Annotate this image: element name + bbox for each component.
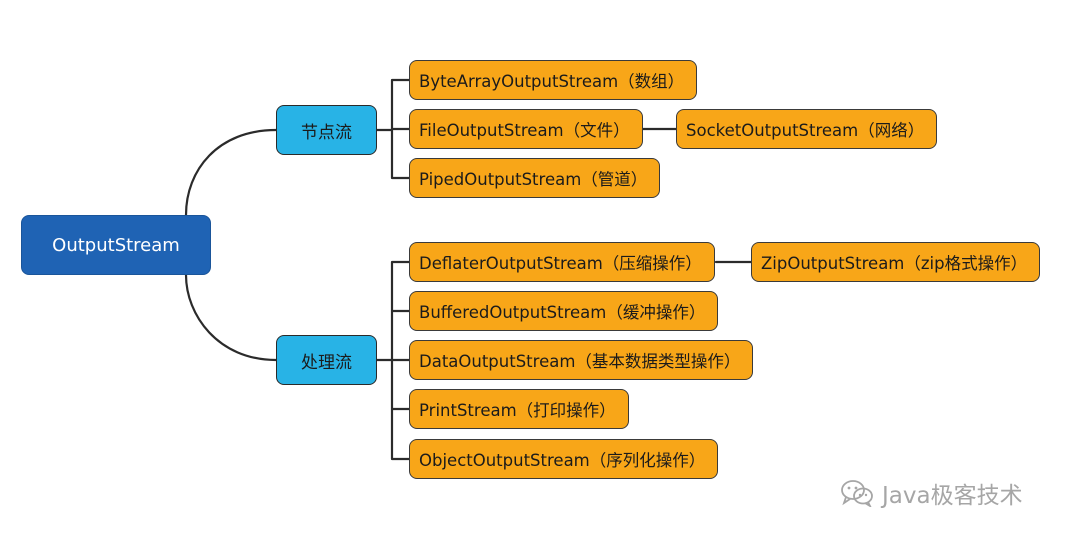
- root-node-outputstream: OutputStream: [21, 215, 211, 275]
- leaf-label: PrintStream（打印操作）: [419, 401, 616, 420]
- leaf-zip-outputstream: ZipOutputStream（zip格式操作）: [751, 242, 1041, 282]
- leaf-label: FileOutputStream（文件）: [419, 121, 630, 140]
- leaf-label: BufferedOutputStream（缓冲操作）: [419, 303, 706, 322]
- leaf-label: ByteArrayOutputStream（数组）: [419, 72, 685, 91]
- leaf-data-outputstream: DataOutputStream（基本数据类型操作）: [409, 340, 754, 380]
- leaf-label: PipedOutputStream（管道）: [419, 170, 648, 189]
- leaf-file-outputstream: FileOutputStream（文件）: [409, 109, 643, 149]
- category-node-stream: 节点流: [276, 105, 377, 155]
- leaf-piped-outputstream: PipedOutputStream（管道）: [409, 158, 661, 198]
- node-stream-branch-connector: [374, 78, 411, 180]
- wechat-icon: [840, 479, 874, 507]
- root-to-node-stream-connector: [184, 128, 278, 217]
- leaf-deflater-outputstream: DeflaterOutputStream（压缩操作）: [409, 242, 715, 282]
- processing-stream-branch-connector: [374, 260, 411, 461]
- root-to-processing-stream-connector: [184, 273, 278, 362]
- leaf-buffered-outputstream: BufferedOutputStream（缓冲操作）: [409, 291, 719, 331]
- leaf-label: ZipOutputStream（zip格式操作）: [761, 254, 1028, 273]
- leaf-socket-outputstream: SocketOutputStream（网络）: [676, 109, 938, 149]
- leaf-bytearray-outputstream: ByteArrayOutputStream（数组）: [409, 60, 698, 100]
- category-label: 处理流: [301, 352, 352, 373]
- category-processing-stream: 处理流: [276, 335, 377, 385]
- watermark-text: Java极客技术: [882, 483, 1023, 509]
- leaf-label: DeflaterOutputStream（压缩操作）: [419, 254, 702, 273]
- leaf-label: ObjectOutputStream（序列化操作）: [419, 451, 706, 470]
- leaf-label: SocketOutputStream（网络）: [686, 121, 925, 140]
- root-label: OutputStream: [52, 234, 180, 256]
- leaf-label: DataOutputStream（基本数据类型操作）: [419, 352, 741, 371]
- leaf-print-stream: PrintStream（打印操作）: [409, 389, 629, 429]
- watermark: Java极客技术: [840, 476, 1023, 510]
- leaf-object-outputstream: ObjectOutputStream（序列化操作）: [409, 439, 719, 479]
- category-label: 节点流: [301, 122, 352, 143]
